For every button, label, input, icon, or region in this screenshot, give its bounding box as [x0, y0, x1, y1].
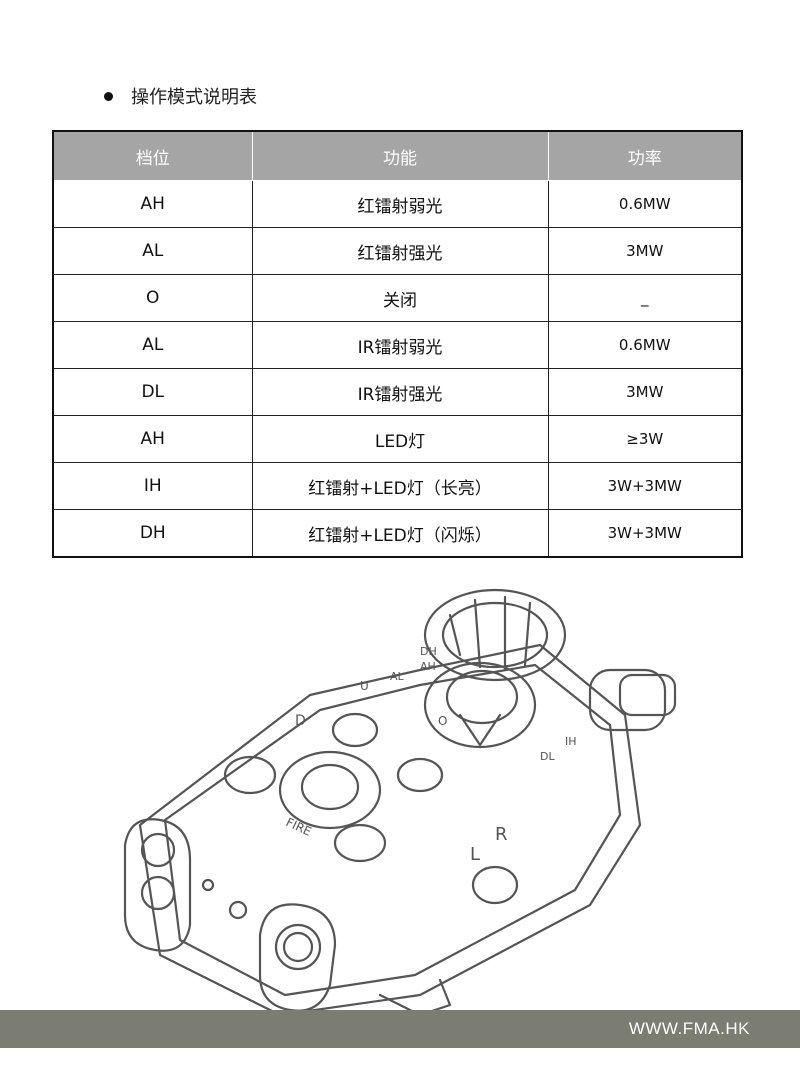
lens-lower-icon: [140, 875, 176, 911]
cell-power: 3MW: [547, 227, 743, 275]
cell-mode: DL: [52, 368, 253, 416]
table-row: AH LED灯 ≥3W: [52, 415, 743, 463]
button-u-icon: [331, 712, 379, 748]
bullet-icon: [104, 91, 113, 101]
label-dl: DL: [540, 750, 555, 763]
front-lens-housing: [123, 818, 192, 952]
label-ih: IH: [565, 735, 577, 748]
cell-function: 红镭射+LED灯（闪烁）: [251, 509, 549, 558]
side-cap-icon: [588, 668, 667, 732]
turret-icon: [423, 588, 567, 682]
cell-function: 红镭射+LED灯（长亮）: [251, 462, 549, 510]
cell-power: 3W+3MW: [547, 509, 743, 558]
device-body: [138, 643, 642, 1017]
lr-switch-icon: [471, 865, 519, 905]
label-al: AL: [390, 670, 405, 683]
cell-mode: AH: [52, 415, 253, 463]
mode-table: 档位 功能 功率 AH 红镭射弱光 0.6MW AL 红镭射强光 3MW O 关…: [52, 130, 743, 558]
cell-mode: O: [52, 274, 253, 322]
header-function: 功能: [251, 130, 549, 181]
footer-url[interactable]: WWW.FMA.HK: [628, 1019, 750, 1038]
header-power: 功率: [547, 130, 743, 181]
table-row: DL IR镭射强光 3MW: [52, 368, 743, 416]
cell-power: 3MW: [547, 368, 743, 416]
cell-function: 红镭射强光: [251, 227, 549, 275]
device-line-drawing: FIRE L R D U AL AH DL IH DH O: [123, 588, 677, 1017]
cell-function: IR镭射强光: [251, 368, 549, 416]
label-ah: AH: [420, 660, 436, 673]
table-row: AH 红镭射弱光 0.6MW: [52, 180, 743, 228]
cell-power: ≥3W: [547, 415, 743, 463]
label-d: D: [295, 713, 306, 729]
label-l: L: [470, 844, 480, 865]
table-header-row: 档位 功能 功率: [52, 130, 743, 181]
cell-power: 3W+3MW: [547, 462, 743, 510]
button-d-icon: [396, 757, 444, 793]
table-row: IH 红镭射+LED灯（长亮） 3W+3MW: [52, 462, 743, 510]
header-mode: 档位: [52, 130, 253, 181]
label-dh: DH: [420, 645, 437, 658]
heading-text: 操作模式说明表: [131, 87, 257, 108]
cell-function: LED灯: [251, 415, 549, 463]
cell-function: IR镭射弱光: [251, 321, 549, 369]
cell-mode: AL: [52, 227, 253, 275]
table-row: AL 红镭射强光 3MW: [52, 227, 743, 275]
cell-mode: DH: [52, 509, 253, 558]
label-u: U: [360, 679, 369, 693]
section-heading: 操作模式说明表: [104, 80, 257, 112]
cell-power: 0.6MW: [547, 180, 743, 228]
cell-mode: AH: [52, 180, 253, 228]
fire-button-icon: [278, 750, 382, 830]
cell-function: 红镭射弱光: [251, 180, 549, 228]
fire-label: FIRE: [284, 815, 314, 839]
cell-power: _: [547, 274, 743, 322]
table-row: AL IR镭射弱光 0.6MW: [52, 321, 743, 369]
label-r: R: [495, 824, 508, 845]
mode-knob-icon: [423, 661, 537, 749]
table-row: DH 红镭射+LED灯（闪烁） 3W+3MW: [52, 509, 743, 558]
cell-mode: AL: [52, 321, 253, 369]
front-emitter-housing: [258, 903, 337, 1012]
table-row: O 关闭 _: [52, 274, 743, 322]
lens-upper-icon: [140, 832, 176, 868]
footer-bar: WWW.FMA.HK: [0, 1010, 800, 1048]
cell-mode: IH: [52, 462, 253, 510]
emitter-lens-icon: [274, 923, 322, 971]
cell-power: 0.6MW: [547, 321, 743, 369]
label-o: O: [438, 714, 447, 728]
cell-function: 关闭: [251, 274, 549, 322]
